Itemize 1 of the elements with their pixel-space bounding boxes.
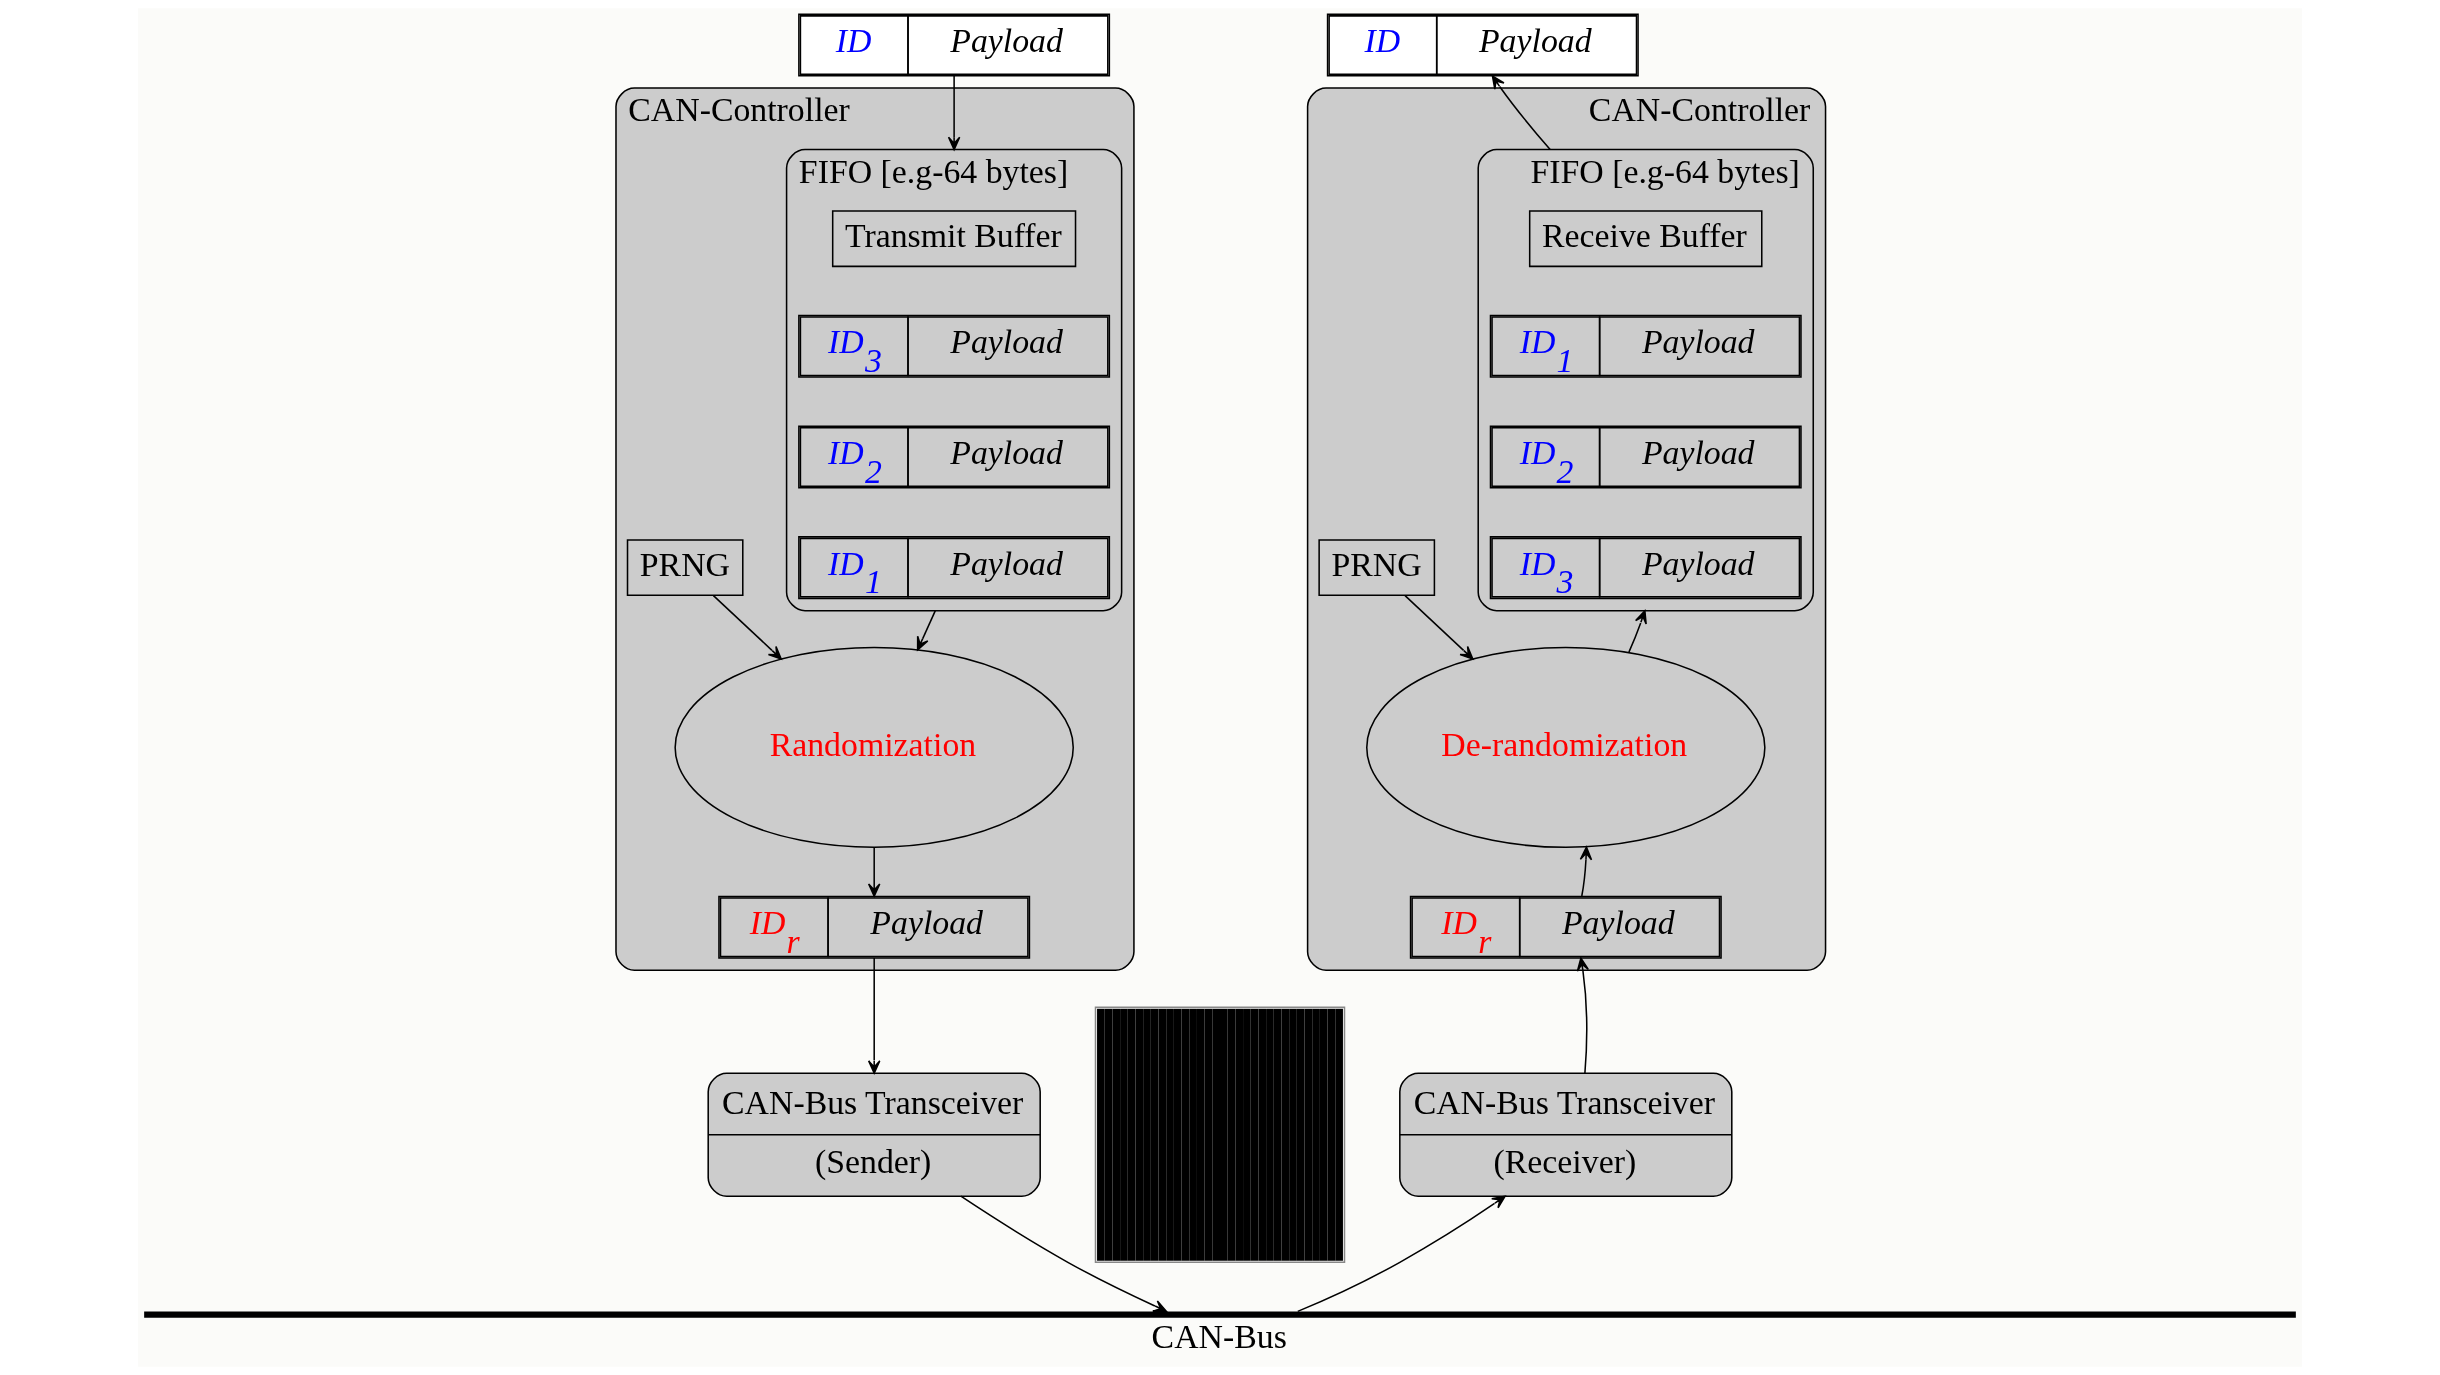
node-label: CAN-Bus xyxy=(1151,1317,1287,1355)
